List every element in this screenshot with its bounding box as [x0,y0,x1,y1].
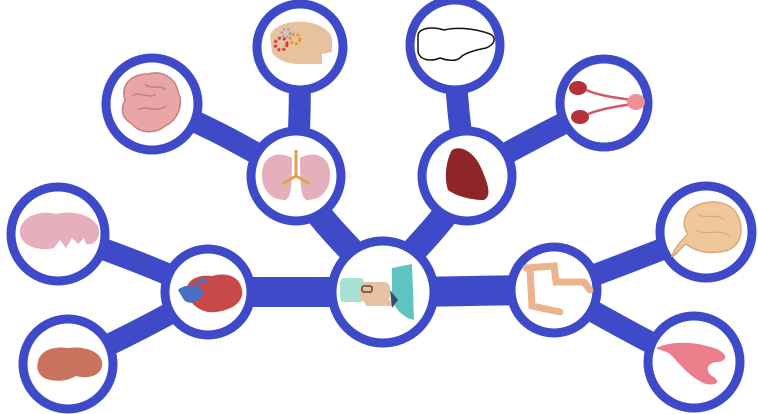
doctor-icon [340,264,414,320]
node-ring-kidneys [555,54,653,152]
liver-icon [445,148,489,200]
pancreas-icon [670,201,742,257]
lungs-icon [262,150,330,200]
small-intestine-icon [19,212,100,250]
urinary-system-icon [569,81,645,124]
tooth-icon [417,27,495,62]
kidney-icon [37,347,103,381]
large-intestine-icon [522,262,594,316]
node-ring-colon [506,242,602,338]
heart-icon [178,274,243,313]
brain-icon [121,72,182,133]
stomach-icon [656,342,726,385]
brain-gears-icon [270,21,332,64]
